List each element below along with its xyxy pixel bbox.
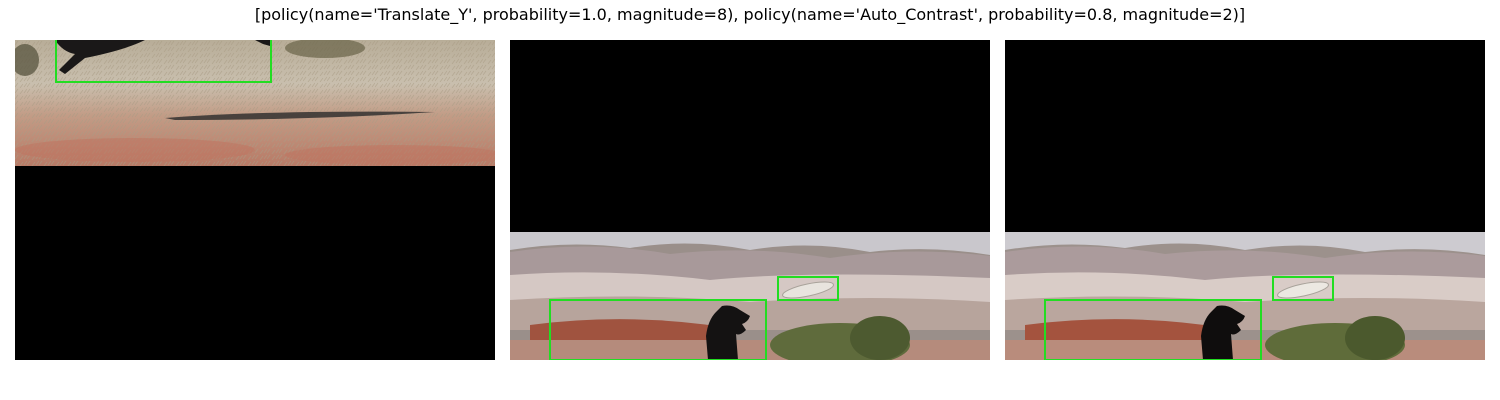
frisbee-bounding-box — [1272, 276, 1334, 301]
foreground — [510, 340, 990, 360]
soil-patch — [285, 145, 495, 165]
shrub — [1345, 316, 1405, 360]
frisbee — [1277, 281, 1329, 299]
dog — [55, 40, 145, 74]
translation-fill — [510, 40, 990, 232]
dog-bounding-box — [1044, 299, 1262, 360]
dog — [706, 305, 750, 360]
soil-patch — [15, 138, 255, 162]
distant-mesa — [510, 232, 990, 255]
figure-title: [policy(name='Translate_Y', probability=… — [254, 5, 1246, 24]
panel-translated-down — [510, 40, 990, 360]
frisbee-bounding-box — [777, 276, 839, 301]
mesa-layer — [510, 272, 990, 302]
dog-bounding-box — [549, 299, 767, 360]
frisbee — [782, 281, 834, 299]
distant-mesa — [1005, 232, 1485, 255]
dog-shadow — [165, 111, 435, 120]
translation-fill — [1005, 40, 1485, 232]
shrub — [285, 40, 365, 58]
shrub — [15, 44, 39, 76]
panel-original-translated — [15, 40, 495, 360]
mesa-layer — [1005, 246, 1485, 280]
mesa-layer — [510, 246, 990, 280]
mesa-layer — [1005, 272, 1485, 302]
panel-1-image — [15, 40, 495, 360]
dog — [1201, 305, 1245, 360]
panel-2-image — [510, 40, 990, 360]
shrub — [850, 316, 910, 360]
dog-bounding-box — [55, 40, 272, 83]
panel-3-image — [1005, 40, 1485, 360]
dog-paw — [255, 40, 271, 46]
panel-auto-contrast — [1005, 40, 1485, 360]
foreground — [1005, 340, 1485, 360]
translation-fill — [15, 166, 495, 360]
